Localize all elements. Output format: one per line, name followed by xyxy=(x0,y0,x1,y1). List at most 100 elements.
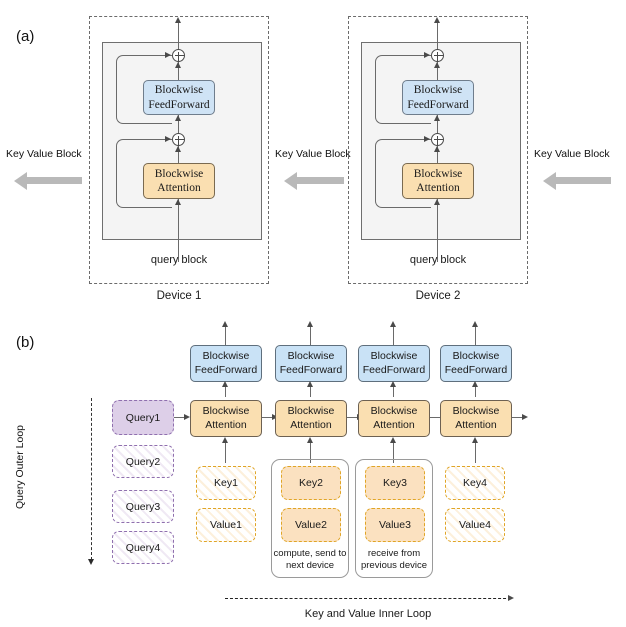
kv-arrow-right-shaft xyxy=(556,177,611,184)
column-4-output-right-arrowhead xyxy=(522,414,528,420)
column-4-output-arrowhead xyxy=(472,321,478,327)
column-1-attn-to-ff-arrowhead xyxy=(222,381,228,387)
device-2-caption: Device 2 xyxy=(415,290,461,302)
column-4-attn-to-ff-arrowhead xyxy=(472,381,478,387)
column-1-to-column-2-line xyxy=(262,417,275,419)
column-3-output-arrowhead xyxy=(390,321,396,327)
column-1-output-line xyxy=(225,326,227,345)
kv-arrow-middle-head xyxy=(284,171,297,190)
column-2-attn-to-ff-arrowhead xyxy=(307,381,313,387)
query-block-1[interactable]: Query1 xyxy=(112,400,174,435)
column-1-kv-to-attn-line xyxy=(225,441,227,463)
key-block-3[interactable]: Key3 xyxy=(365,466,425,500)
value-block-4[interactable]: Value4 xyxy=(445,508,505,542)
column-2-output-line xyxy=(310,326,312,345)
inner-loop-arrowhead xyxy=(508,594,514,601)
device-2-output-arrowhead xyxy=(434,17,440,23)
device-1-residual-upper-arrowhead xyxy=(165,52,171,58)
column-2-kv-group-card xyxy=(271,459,349,578)
column-4-attn-to-ff-line xyxy=(475,385,477,397)
device-1-add-lower-input-arrowhead xyxy=(175,146,181,152)
kv-arrow-left-label: Key Value Block xyxy=(6,148,82,160)
device-2-query-block-label: query block xyxy=(409,254,467,266)
column-3-attn-to-ff-arrowhead xyxy=(390,381,396,387)
device-2-residual-upper-arrowhead xyxy=(424,52,430,58)
column-2-output-arrowhead xyxy=(307,321,313,327)
inner-loop-axis xyxy=(225,598,511,599)
kv-arrow-left-shaft xyxy=(27,177,82,184)
device-1-residual-lower-arrowhead xyxy=(165,136,171,142)
column-4-output-line xyxy=(475,326,477,345)
kv-arrow-right-head xyxy=(543,171,556,190)
column-4-blockwise-attention[interactable]: Blockwise Attention xyxy=(440,400,512,437)
panel-a-label: (a) xyxy=(16,28,35,45)
inner-loop-label: Key and Value Inner Loop xyxy=(304,608,432,620)
column-3-kv-to-attn-line xyxy=(393,441,395,463)
device-1-add-node-upper xyxy=(172,49,185,62)
column-4-output-right-line xyxy=(512,417,525,419)
device-2-residual-upper xyxy=(375,55,431,124)
column-3-blockwise-feedforward[interactable]: Blockwise FeedForward xyxy=(358,345,430,382)
column-3-blockwise-attention[interactable]: Blockwise Attention xyxy=(358,400,430,437)
column-1-blockwise-feedforward[interactable]: Blockwise FeedForward xyxy=(190,345,262,382)
column-2-to-column-3-line xyxy=(347,417,360,419)
column-3-kv-to-attn-arrowhead xyxy=(390,437,396,443)
column-2-attn-to-ff-line xyxy=(310,385,312,397)
column-1-attn-to-ff-line xyxy=(225,385,227,397)
column-2-blockwise-feedforward[interactable]: Blockwise FeedForward xyxy=(275,345,347,382)
device-1-attn-input-arrowhead xyxy=(175,199,181,205)
column-2-kv-to-attn-line xyxy=(310,441,312,463)
column-3-output-line xyxy=(393,326,395,345)
query-outer-loop-arrowhead xyxy=(87,559,94,565)
device-2-add-upper-input-arrowhead xyxy=(434,62,440,68)
device-2-blockwise-attention[interactable]: Blockwise Attention xyxy=(402,163,474,199)
device-2-add-node-lower xyxy=(431,133,444,146)
device-1-residual-upper xyxy=(116,55,172,124)
query-block-3[interactable]: Query3 xyxy=(112,490,174,523)
device-2-attn-input-arrowhead xyxy=(434,199,440,205)
key-block-4[interactable]: Key4 xyxy=(445,466,505,500)
device-1-caption: Device 1 xyxy=(156,290,202,302)
device-2-boundary xyxy=(348,16,528,284)
kv-arrow-right-label: Key Value Block xyxy=(534,148,610,160)
device-1-residual-lower xyxy=(116,139,172,208)
kv-arrow-left-head xyxy=(14,171,27,190)
device-2-blockwise-feedforward[interactable]: Blockwise FeedForward xyxy=(402,80,474,115)
kv-arrow-middle-shaft xyxy=(297,177,344,184)
query-outer-loop-label: Query Outer Loop xyxy=(14,424,26,510)
value-block-2[interactable]: Value2 xyxy=(281,508,341,542)
key-block-1[interactable]: Key1 xyxy=(196,466,256,500)
value-block-1[interactable]: Value1 xyxy=(196,508,256,542)
column-3-kv-group-card xyxy=(355,459,433,578)
column-3-to-column-4-line xyxy=(430,417,443,419)
device-1-blockwise-feedforward[interactable]: Blockwise FeedForward xyxy=(143,80,215,115)
query-block-4[interactable]: Query4 xyxy=(112,531,174,564)
value-block-3[interactable]: Value3 xyxy=(365,508,425,542)
device-2-residual-lower-arrowhead xyxy=(424,136,430,142)
device-1-ff-input-arrowhead xyxy=(175,115,181,121)
query-block-2[interactable]: Query2 xyxy=(112,445,174,478)
device-2-residual-lower xyxy=(375,139,431,208)
column-1-kv-to-attn-arrowhead xyxy=(222,437,228,443)
column-1-blockwise-attention[interactable]: Blockwise Attention xyxy=(190,400,262,437)
column-3-note: receive from previous device xyxy=(360,548,427,572)
query-outer-loop-axis xyxy=(91,398,92,560)
device-1-query-block-label: query block xyxy=(150,254,208,266)
key-block-2[interactable]: Key2 xyxy=(281,466,341,500)
column-4-blockwise-feedforward[interactable]: Blockwise FeedForward xyxy=(440,345,512,382)
device-1-boundary xyxy=(89,16,269,284)
device-2-add-lower-input-arrowhead xyxy=(434,146,440,152)
panel-b-label: (b) xyxy=(16,334,35,351)
device-2-add-node-upper xyxy=(431,49,444,62)
column-2-blockwise-attention[interactable]: Blockwise Attention xyxy=(275,400,347,437)
column-2-kv-to-attn-arrowhead xyxy=(307,437,313,443)
column-3-attn-to-ff-line xyxy=(393,385,395,397)
kv-arrow-middle-label: Key Value Block xyxy=(275,148,351,160)
column-2-note: compute, send to next device xyxy=(273,548,347,572)
device-1-add-node-lower xyxy=(172,133,185,146)
device-1-blockwise-attention[interactable]: Blockwise Attention xyxy=(143,163,215,199)
column-1-output-arrowhead xyxy=(222,321,228,327)
device-1-add-upper-input-arrowhead xyxy=(175,62,181,68)
query1-to-attention-line xyxy=(174,417,186,419)
